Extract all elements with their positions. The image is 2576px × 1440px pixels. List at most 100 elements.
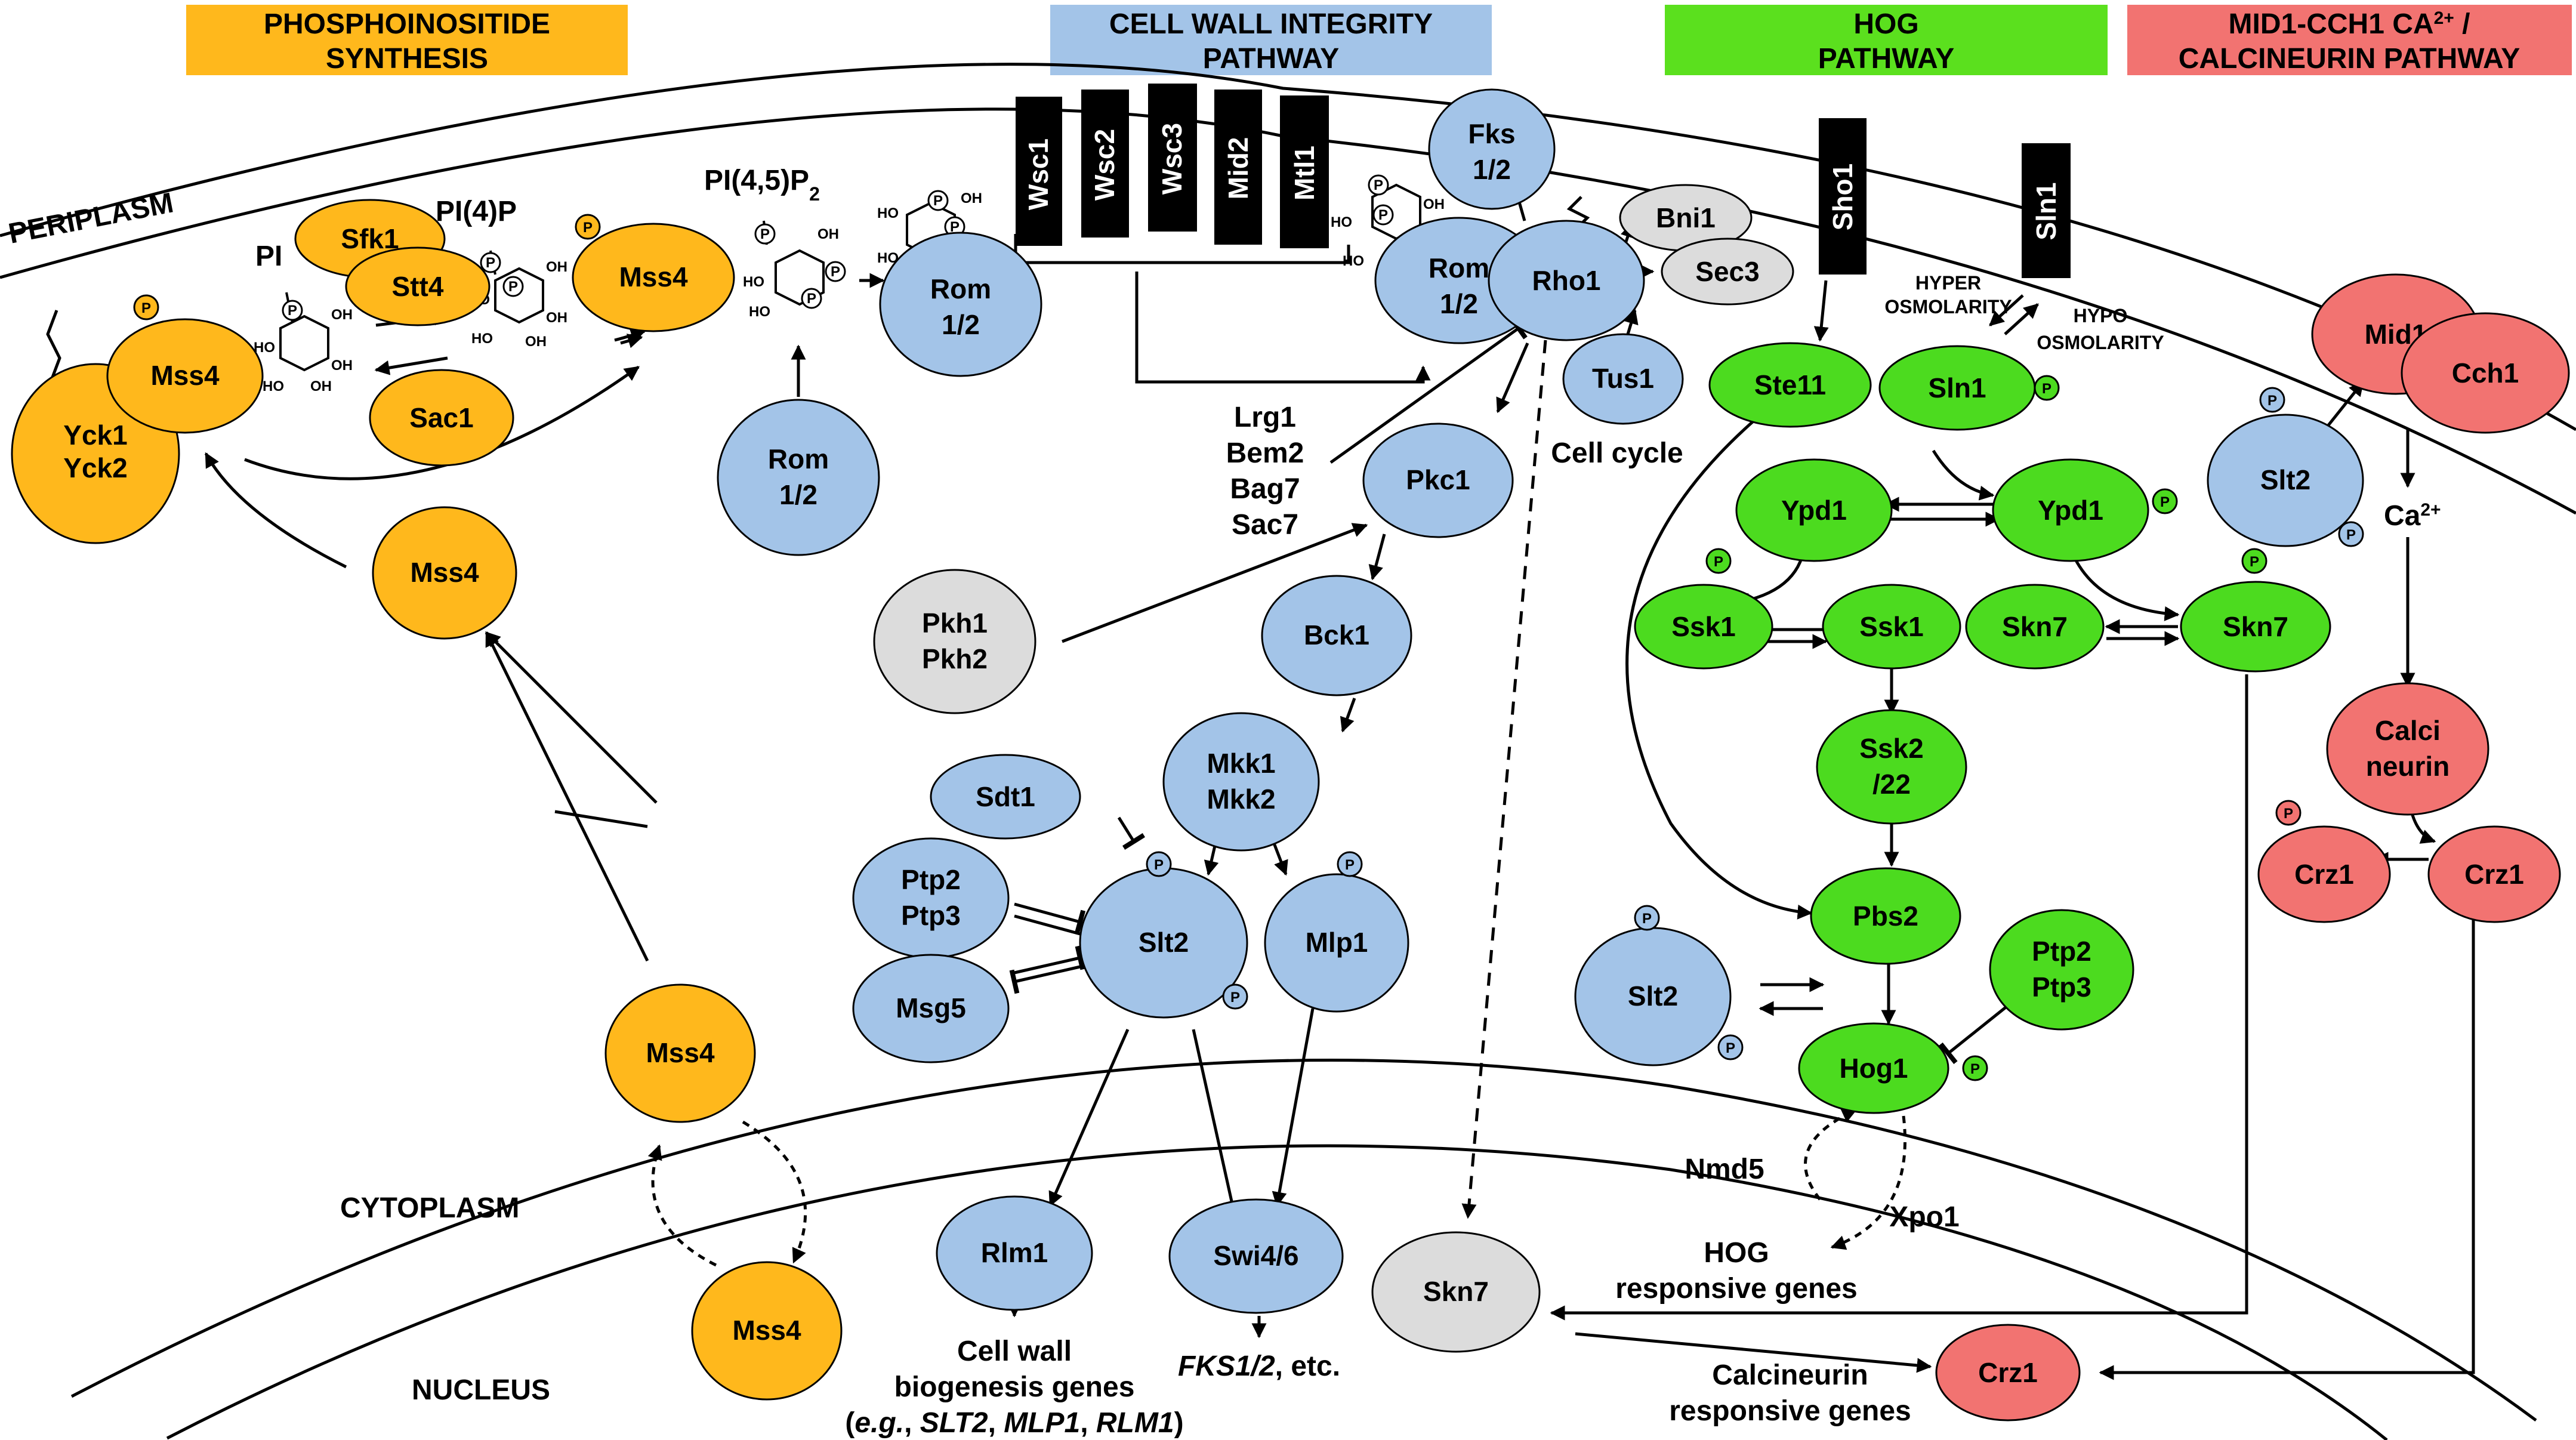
lipid-pi45p2: PI(4,5)P2 (704, 165, 820, 205)
svg-text:1/2: 1/2 (779, 479, 817, 510)
svg-text:Pkh2: Pkh2 (922, 643, 988, 674)
svg-text:Bni1: Bni1 (1656, 202, 1716, 233)
header-mid1-line1: MID1-CCH1 CA2+ / (2229, 8, 2470, 41)
svg-text:Bem2: Bem2 (1226, 437, 1304, 469)
node-slt2-mid1: Slt2 P P (2207, 387, 2364, 547)
svg-text:Ssk1: Ssk1 (1671, 611, 1735, 642)
svg-text:P: P (1230, 989, 1240, 1006)
node-crz1-p: Crz1 P (2257, 800, 2391, 923)
svg-text:Slt2: Slt2 (2260, 464, 2310, 495)
svg-text:Msg5: Msg5 (896, 992, 966, 1023)
svg-text:Rho1: Rho1 (1532, 265, 1601, 296)
svg-text:Sfk1: Sfk1 (341, 223, 399, 254)
svg-text:Slt2: Slt2 (1139, 927, 1189, 958)
svg-text:P: P (508, 279, 518, 295)
edges (204, 177, 2475, 1380)
node-sln1: Sln1 P (1878, 345, 2060, 431)
svg-text:P: P (950, 219, 960, 235)
receptor-sho1: Sho1 (1819, 118, 1867, 275)
header-cwi: CELL WALL INTEGRITY PATHWAY (1050, 5, 1492, 75)
label-hypo-osmolarity: HYPO OSMOLARITY (2037, 305, 2164, 353)
node-ypd1-left: Ypd1 (1735, 458, 1893, 562)
svg-text:Crz1: Crz1 (1978, 1357, 2038, 1388)
node-skn7-nucleus: Skn7 (1371, 1231, 1541, 1353)
node-mlp1: Mlp1 P (1264, 851, 1409, 1013)
svg-text:HO: HO (1331, 214, 1352, 230)
node-pkc1: Pkc1 (1362, 423, 1514, 538)
svg-text:Mlp1: Mlp1 (1306, 927, 1368, 958)
svg-text:1/2: 1/2 (1473, 154, 1511, 185)
label-ca2plus: Ca2+ (2384, 500, 2441, 532)
svg-text:responsive genes: responsive genes (1615, 1273, 1858, 1305)
svg-text:OSMOLARITY: OSMOLARITY (1884, 296, 2012, 317)
svg-text:Ptp2: Ptp2 (901, 864, 961, 895)
svg-text:Cell wall: Cell wall (957, 1336, 1072, 1367)
node-fks12: Fks 1/2 (1428, 88, 1556, 210)
svg-text:Fks: Fks (1468, 118, 1515, 149)
svg-text:HO: HO (749, 304, 770, 320)
svg-text:Pkc1: Pkc1 (1406, 464, 1470, 495)
svg-text:HO: HO (263, 378, 284, 394)
svg-text:1/2: 1/2 (942, 309, 980, 340)
node-mkk: Mkk1 Mkk2 (1162, 712, 1320, 852)
header-cwi-line2: PATHWAY (1203, 43, 1339, 75)
svg-text:Ssk2: Ssk2 (1859, 733, 1923, 764)
svg-text:responsive genes: responsive genes (1669, 1395, 1911, 1427)
svg-text:P: P (2346, 527, 2356, 543)
svg-text:HO: HO (471, 331, 493, 347)
header-hog-line2: PATHWAY (1818, 43, 1954, 75)
svg-text:Calcineurin: Calcineurin (1712, 1359, 1868, 1391)
svg-text:Mkk1: Mkk1 (1207, 748, 1275, 779)
svg-text:Mss4: Mss4 (410, 557, 479, 588)
svg-text:Mtl1: Mtl1 (1289, 146, 1320, 201)
inositol-pi: P OH OH HO HO OH (254, 292, 353, 394)
header-phosphoinositide-line2: SYNTHESIS (326, 43, 488, 75)
node-crz1: Crz1 (2427, 825, 2561, 923)
node-rlm1: Rlm1 (936, 1195, 1093, 1311)
label-hog-genes: HOG responsive genes (1615, 1237, 1858, 1305)
svg-text:P: P (1378, 207, 1388, 223)
svg-text:Mss4: Mss4 (646, 1037, 714, 1068)
svg-text:OH: OH (331, 357, 353, 374)
label-periplasm: PERIPLASM (6, 187, 176, 249)
svg-text:OH: OH (546, 259, 567, 275)
svg-text:P: P (288, 303, 297, 319)
svg-text:Mid2: Mid2 (1223, 137, 1254, 200)
svg-text:P: P (2284, 806, 2293, 822)
receptor-mtl1: Mtl1 (1280, 95, 1329, 248)
svg-text:Slt2: Slt2 (1628, 980, 1678, 1012)
inositol-pi45p2: P P P OH HO HO (743, 220, 846, 320)
svg-text:Sho1: Sho1 (1827, 164, 1858, 230)
node-skn7-hog: Skn7 (1965, 584, 2105, 670)
node-ptp23-hog: Ptp2 Ptp3 (1989, 909, 2134, 1031)
node-sac1: Sac1 (369, 369, 514, 467)
node-hog1: Hog1 P (1798, 1022, 1988, 1114)
receptor-wsc1: Wsc1 (1016, 97, 1062, 246)
svg-text:P: P (2042, 381, 2051, 397)
svg-text:OH: OH (961, 190, 982, 206)
svg-text:OH: OH (310, 378, 332, 394)
svg-text:P: P (1970, 1061, 1980, 1077)
svg-text:Bag7: Bag7 (1230, 473, 1300, 505)
svg-text:Sln1: Sln1 (1928, 372, 1986, 403)
label-hyper-osmolarity: HYPER OSMOLARITY (1884, 272, 2012, 317)
svg-text:P: P (2268, 393, 2277, 409)
label-calcineurin-genes: Calcineurin responsive genes (1669, 1359, 1911, 1427)
svg-text:P: P (1154, 857, 1164, 873)
node-ssk1-p: Ssk1 P (1634, 548, 1773, 670)
node-slt2-hog: Slt2 P P (1574, 905, 1744, 1066)
svg-text:Skn7: Skn7 (2002, 611, 2068, 642)
svg-text:Lrg1: Lrg1 (1234, 402, 1296, 433)
svg-text:Ypd1: Ypd1 (2038, 495, 2103, 526)
svg-text:P: P (760, 226, 770, 242)
gap-list: Lrg1 Bem2 Bag7 Sac7 (1226, 402, 1304, 541)
svg-text:Sdt1: Sdt1 (976, 781, 1035, 812)
svg-text:HO: HO (877, 205, 899, 221)
header-hog-line1: HOG (1853, 8, 1918, 40)
svg-text:Hog1: Hog1 (1840, 1053, 1908, 1084)
svg-text:Crz1: Crz1 (2294, 859, 2354, 890)
node-rho1: Rho1 (1488, 220, 1645, 341)
svg-text:P: P (141, 300, 151, 316)
svg-text:P: P (2160, 494, 2170, 510)
svg-text:P: P (1374, 177, 1383, 193)
